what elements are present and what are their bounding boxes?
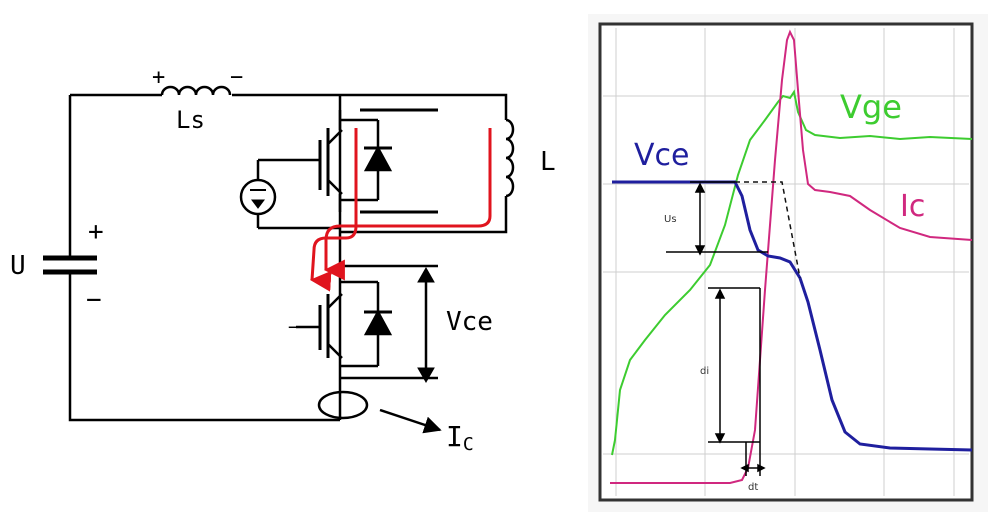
current-probe (317, 390, 369, 420)
vce-trace-label: Vce (634, 138, 689, 173)
vce-measurement (340, 264, 438, 384)
ls-label: Ls (176, 106, 205, 134)
gate-minus: − (288, 317, 299, 338)
wire-load-bottom (340, 196, 508, 234)
freewheel-current-path (309, 128, 358, 292)
inductor-load (505, 118, 515, 198)
circuit-diagram (43, 85, 515, 434)
supply-minus: − (86, 285, 102, 315)
wire-left-lower (68, 280, 340, 422)
ic-trace (610, 29, 973, 484)
ic-trace-label: Ic (900, 189, 925, 224)
inductor-ls (160, 85, 232, 96)
us-label: Us (664, 214, 677, 225)
supply-label: U (10, 251, 26, 281)
wire-top-right (232, 93, 508, 120)
di-label: di (700, 366, 709, 377)
ic-subscript: C (463, 434, 474, 455)
oscilloscope-panel: Vge Vce Ic Us di dt (588, 14, 988, 512)
ideal-vce-dashed (735, 181, 801, 279)
ls-plus: + (152, 65, 165, 90)
current-paths (309, 128, 492, 292)
current-probe-arrow (379, 408, 442, 434)
lower-diode (363, 309, 393, 336)
ls-minus: − (230, 65, 243, 90)
load-label: L (540, 147, 556, 177)
upper-igbt (256, 110, 393, 230)
load-current-path (323, 128, 492, 281)
vce-label: Vce (446, 307, 493, 337)
supply-plus: + (88, 217, 104, 247)
scope-annotations (666, 181, 768, 476)
circuit-labels: + − Ls U + − L Vce − IC (10, 65, 556, 455)
vge-label: Vge (840, 88, 902, 126)
ic-label: IC (446, 420, 474, 455)
upper-diode (363, 145, 393, 172)
dt-label: dt (748, 482, 758, 493)
vge-trace (611, 89, 973, 456)
lower-igbt (296, 280, 393, 368)
gate-driver-source (239, 178, 277, 216)
